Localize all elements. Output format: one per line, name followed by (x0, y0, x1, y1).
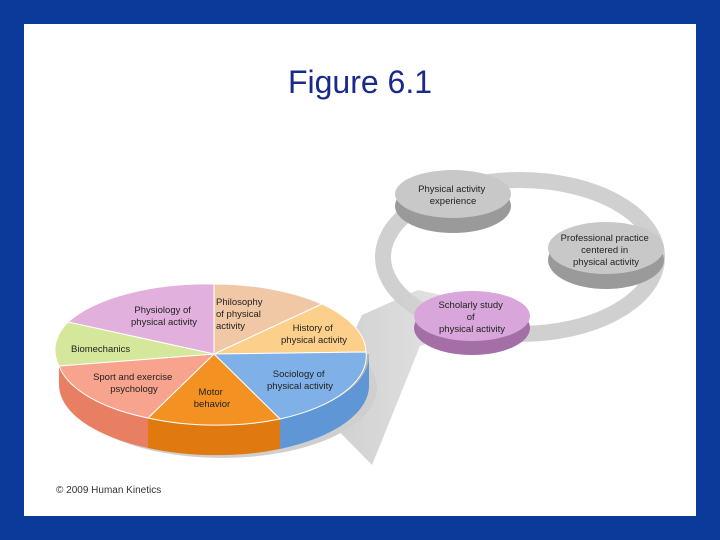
label-sociology: Sociology of physical activity (267, 369, 333, 392)
pie-chart: Physiology of physical activity Philosop… (55, 284, 377, 458)
label-motor: Motor behavior (194, 387, 230, 410)
node-scholarly-study: Scholarly study of physical activity (414, 291, 530, 355)
node-physical-activity-experience: Physical activity experience (395, 170, 511, 233)
copyright-text: © 2009 Human Kinetics (56, 485, 161, 496)
label-physiology: Physiology of physical activity (131, 305, 197, 328)
label-biomechanics: Biomechanics (71, 344, 130, 355)
node-professional-practice: Professional practice centered in physic… (548, 222, 664, 289)
